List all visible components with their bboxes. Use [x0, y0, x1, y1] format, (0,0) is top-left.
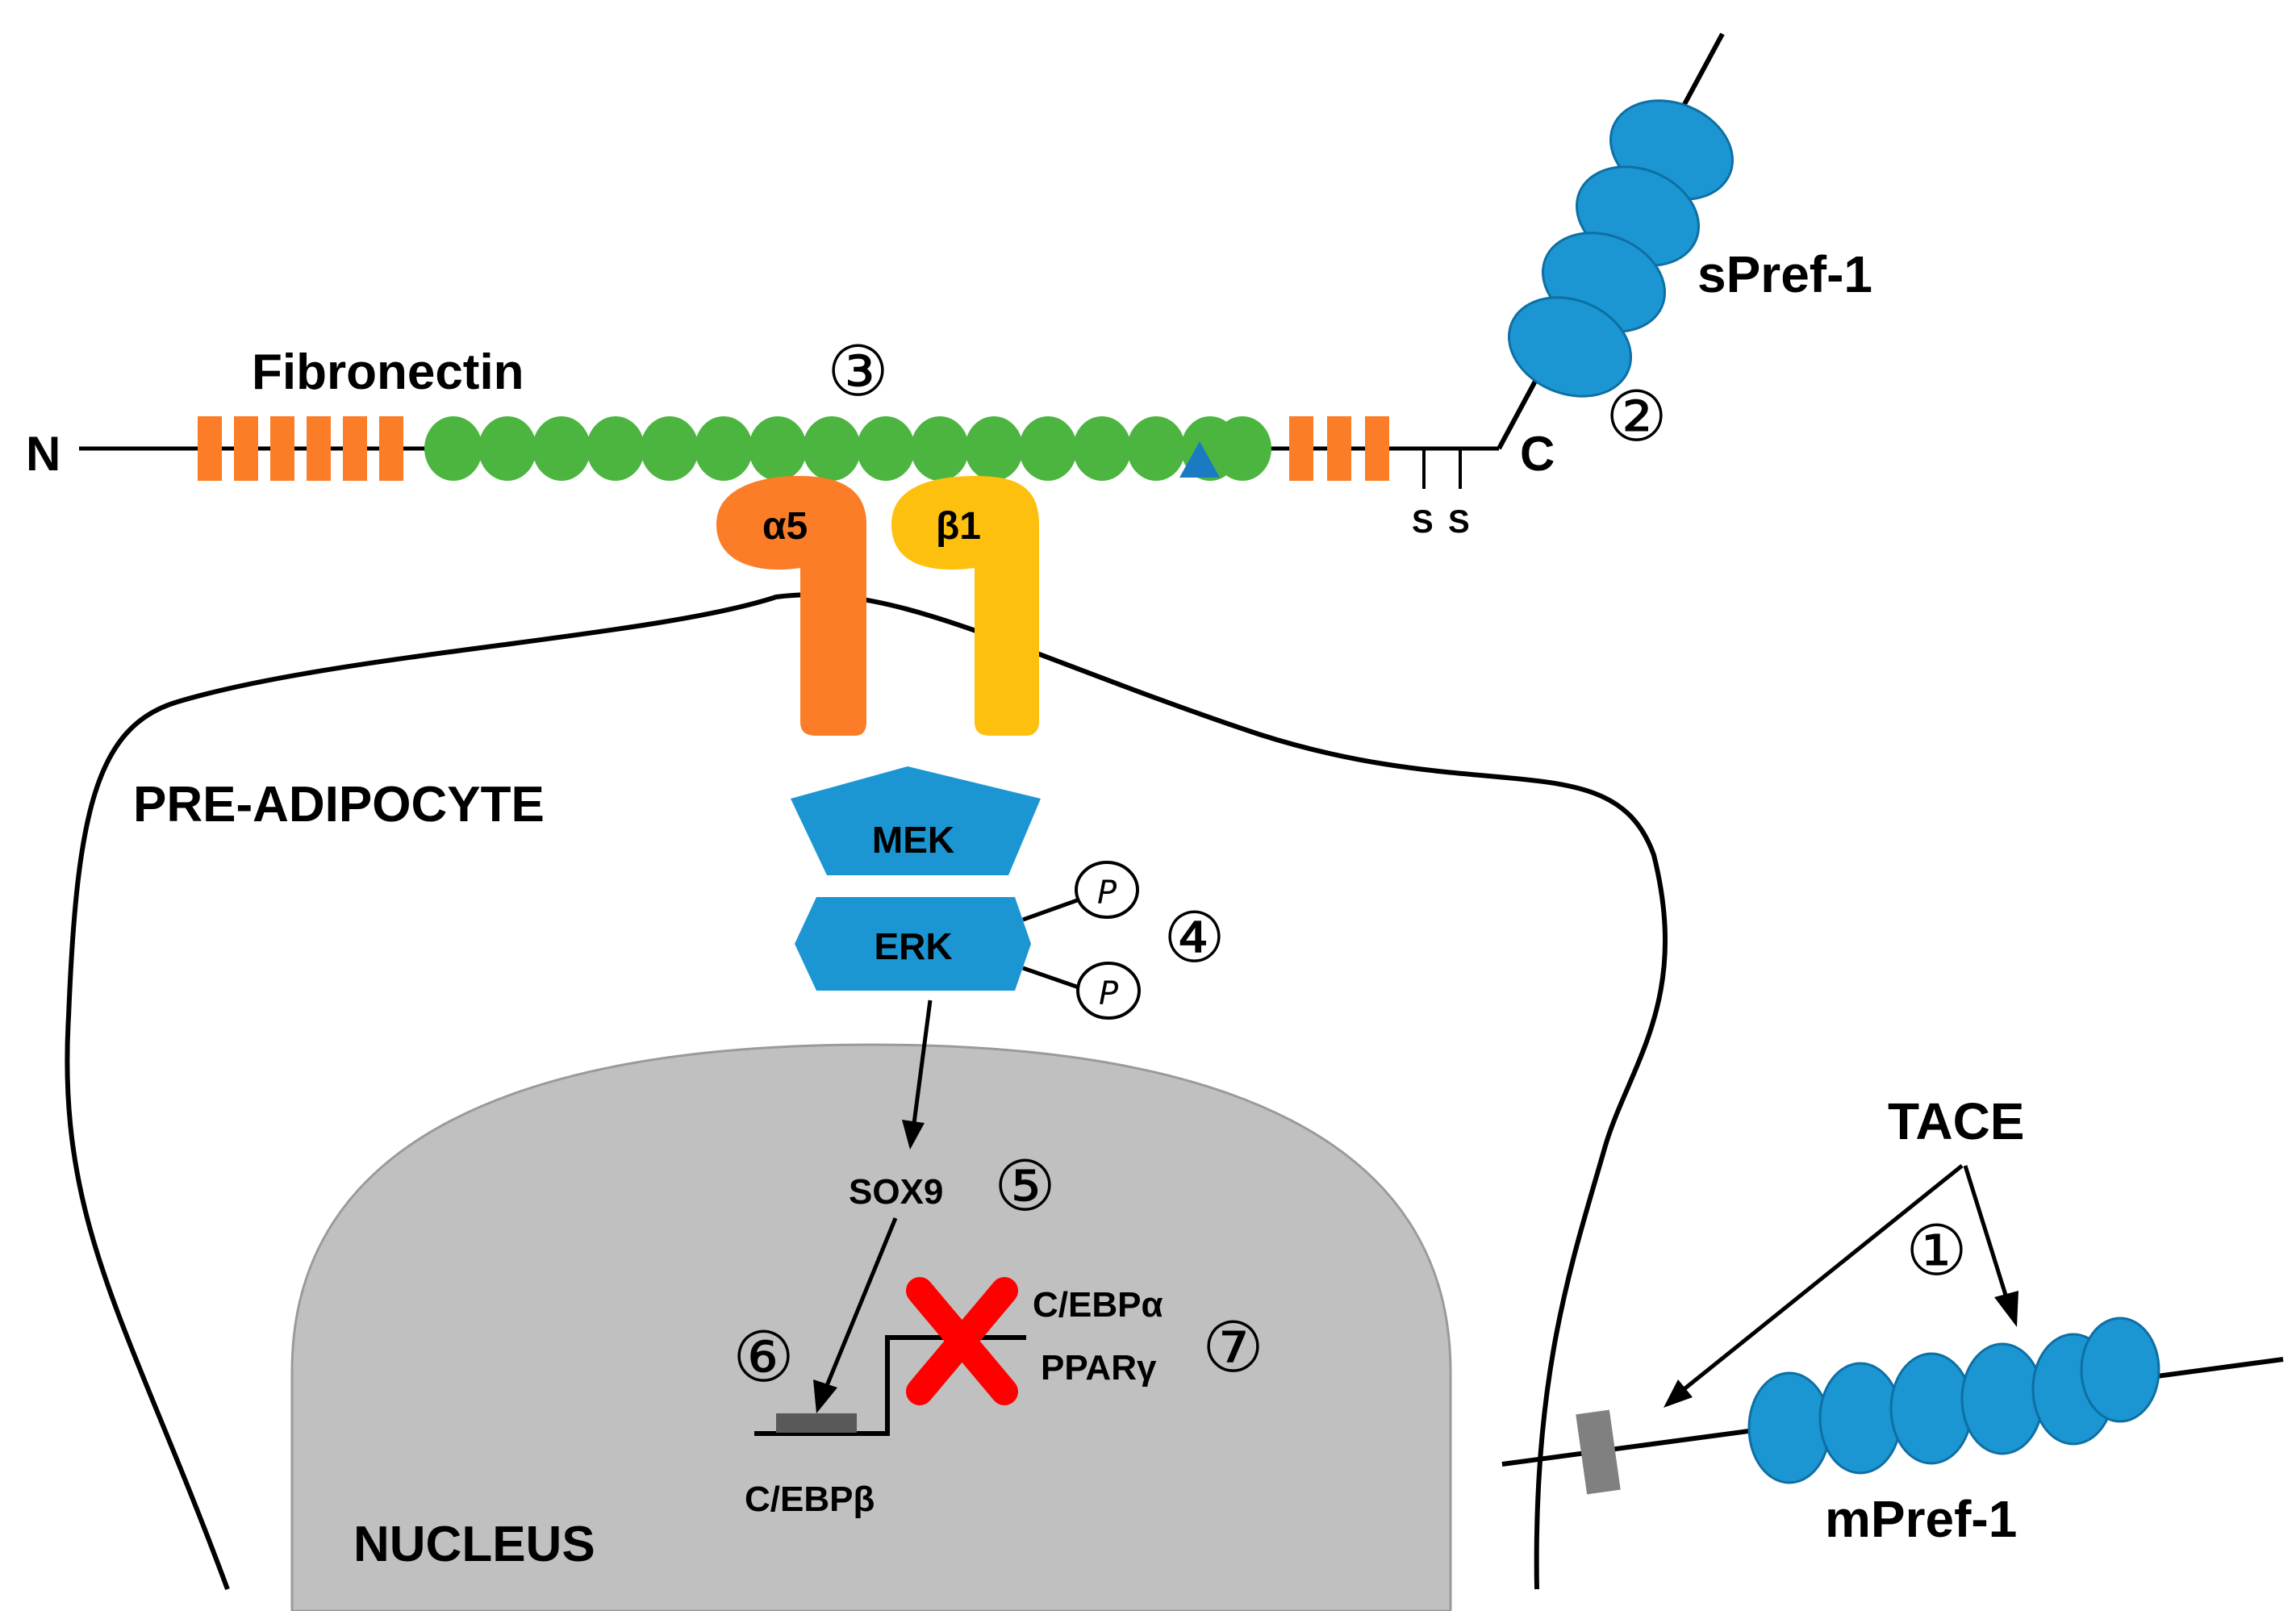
cebpa-label: C/EBPα: [1033, 1285, 1163, 1325]
fibronectin-type3-repeat: [857, 416, 915, 481]
fibronectin-type3-repeat: [695, 416, 753, 481]
mpref1: [1501, 1317, 2284, 1495]
promoter-gene: [754, 1277, 1026, 1436]
fibronectin-type3-repeats: [424, 416, 1271, 481]
erk-label: ERK: [874, 925, 952, 967]
step-3: ③: [827, 332, 889, 412]
mek-label: MEK: [872, 819, 954, 861]
integrin-alpha5: [716, 476, 866, 736]
fibronectin-type1-repeat: [307, 416, 331, 481]
fibronectin-label: Fibronectin: [252, 344, 524, 400]
erk: [795, 897, 1031, 991]
sox9-to-promoter-arrow: [824, 1217, 898, 1388]
fibronectin-type1-repeats-right: [1289, 416, 1389, 481]
step-7: ⑦: [1202, 1308, 1264, 1388]
alpha5-label: α5: [762, 505, 808, 548]
tace-label: TACE: [1888, 1092, 2024, 1150]
fibronectin-type3-repeat: [641, 416, 699, 481]
tace-to-mpref1-arrow: [1963, 1165, 2011, 1306]
fibronectin-type1-repeat: [1365, 416, 1389, 481]
fibronectin-type1-repeat: [1327, 416, 1351, 481]
arrows: [813, 1000, 2018, 1413]
fibronectin-type1-repeat: [1289, 416, 1313, 481]
mpref1-domain: [1818, 1362, 1902, 1475]
fibronectin-type3-repeat: [749, 416, 807, 481]
pparg-label: PPARγ: [1041, 1348, 1157, 1388]
phosphate-1-label: P: [1097, 874, 1117, 912]
phospho-link-1: [1022, 897, 1080, 922]
fibronectin-type1-repeats-left: [198, 416, 403, 481]
tace-to-cleavage-arrowhead: [1664, 1379, 1693, 1408]
fibronectin-rgd-triangle: [1179, 441, 1220, 478]
step-6: ⑥: [733, 1317, 795, 1398]
spref1-domain: [1507, 296, 1633, 398]
n-terminus-label: N: [26, 427, 61, 481]
integrin-beta1: [891, 476, 1039, 736]
nucleus-label: NUCLEUS: [353, 1517, 595, 1572]
fibronectin-type3-repeat: [424, 416, 482, 481]
tace-cleavage-site: [1576, 1409, 1621, 1495]
blocked-cross: [906, 1277, 1018, 1405]
step-4: ④: [1163, 898, 1225, 979]
step-2: ②: [1605, 377, 1668, 457]
fibronectin-type3-repeat: [1213, 416, 1271, 481]
spref1-label: sPref-1: [1697, 245, 1872, 303]
fibronectin-type1-repeat: [343, 416, 367, 481]
phosphate-2-label: P: [1099, 975, 1119, 1012]
fibronectin-type1-repeat: [198, 416, 222, 481]
fibronectin-type3-repeat: [478, 416, 536, 481]
fibronectin: [79, 416, 1499, 489]
cebpb-label: C/EBPβ: [745, 1480, 875, 1519]
tace-to-cleavage-arrow: [1676, 1164, 1964, 1396]
tace-to-mpref1-arrowhead: [1994, 1291, 2018, 1327]
fibronectin-type3-repeat: [1019, 416, 1077, 481]
erk-to-sox9-arrowhead: [902, 1120, 925, 1150]
cell-membrane: [65, 592, 1668, 1591]
nucleus: [290, 1043, 1452, 1611]
mpref1-label: mPref-1: [1825, 1490, 2017, 1548]
cebpb-promoter: [776, 1413, 857, 1433]
preadipocyte-label: PRE-ADIPOCYTE: [133, 777, 545, 833]
disulfide-label-2: S: [1448, 504, 1470, 540]
mpref1-domain: [1889, 1352, 1973, 1465]
spref1: [1497, 32, 1735, 450]
disulfide-label-1: S: [1412, 504, 1434, 540]
c-terminus-label: C: [1520, 427, 1555, 481]
mpref1-domain: [2080, 1317, 2160, 1423]
mpref1-domain: [1747, 1371, 1831, 1484]
fibronectin-type1-repeat: [270, 416, 294, 481]
erk-to-sox9-arrow: [911, 1000, 933, 1130]
phosphate-1: [1075, 861, 1139, 919]
fibronectin-type3-repeat: [911, 416, 969, 481]
beta1-label: β1: [936, 505, 981, 548]
mpref1-domain: [1960, 1342, 2044, 1455]
mek: [791, 766, 1041, 875]
fibronectin-type3-repeat: [1073, 416, 1131, 481]
fibronectin-type3-repeat: [803, 416, 861, 481]
step-1: ①: [1906, 1211, 1968, 1292]
step-5: ⑤: [994, 1146, 1056, 1227]
fibronectin-type1-repeat: [234, 416, 258, 481]
fibronectin-type1-repeat: [379, 416, 403, 481]
sox9-to-promoter-arrowhead: [813, 1379, 837, 1413]
phospho-link-2: [1022, 966, 1082, 991]
phosphate-2: [1076, 962, 1141, 1020]
fibronectin-type3-repeat: [532, 416, 591, 481]
fibronectin-type3-repeat: [587, 416, 645, 481]
fibronectin-type3-repeat: [965, 416, 1023, 481]
sox9-label: SOX9: [849, 1172, 943, 1212]
fibronectin-type3-repeat: [1127, 416, 1185, 481]
